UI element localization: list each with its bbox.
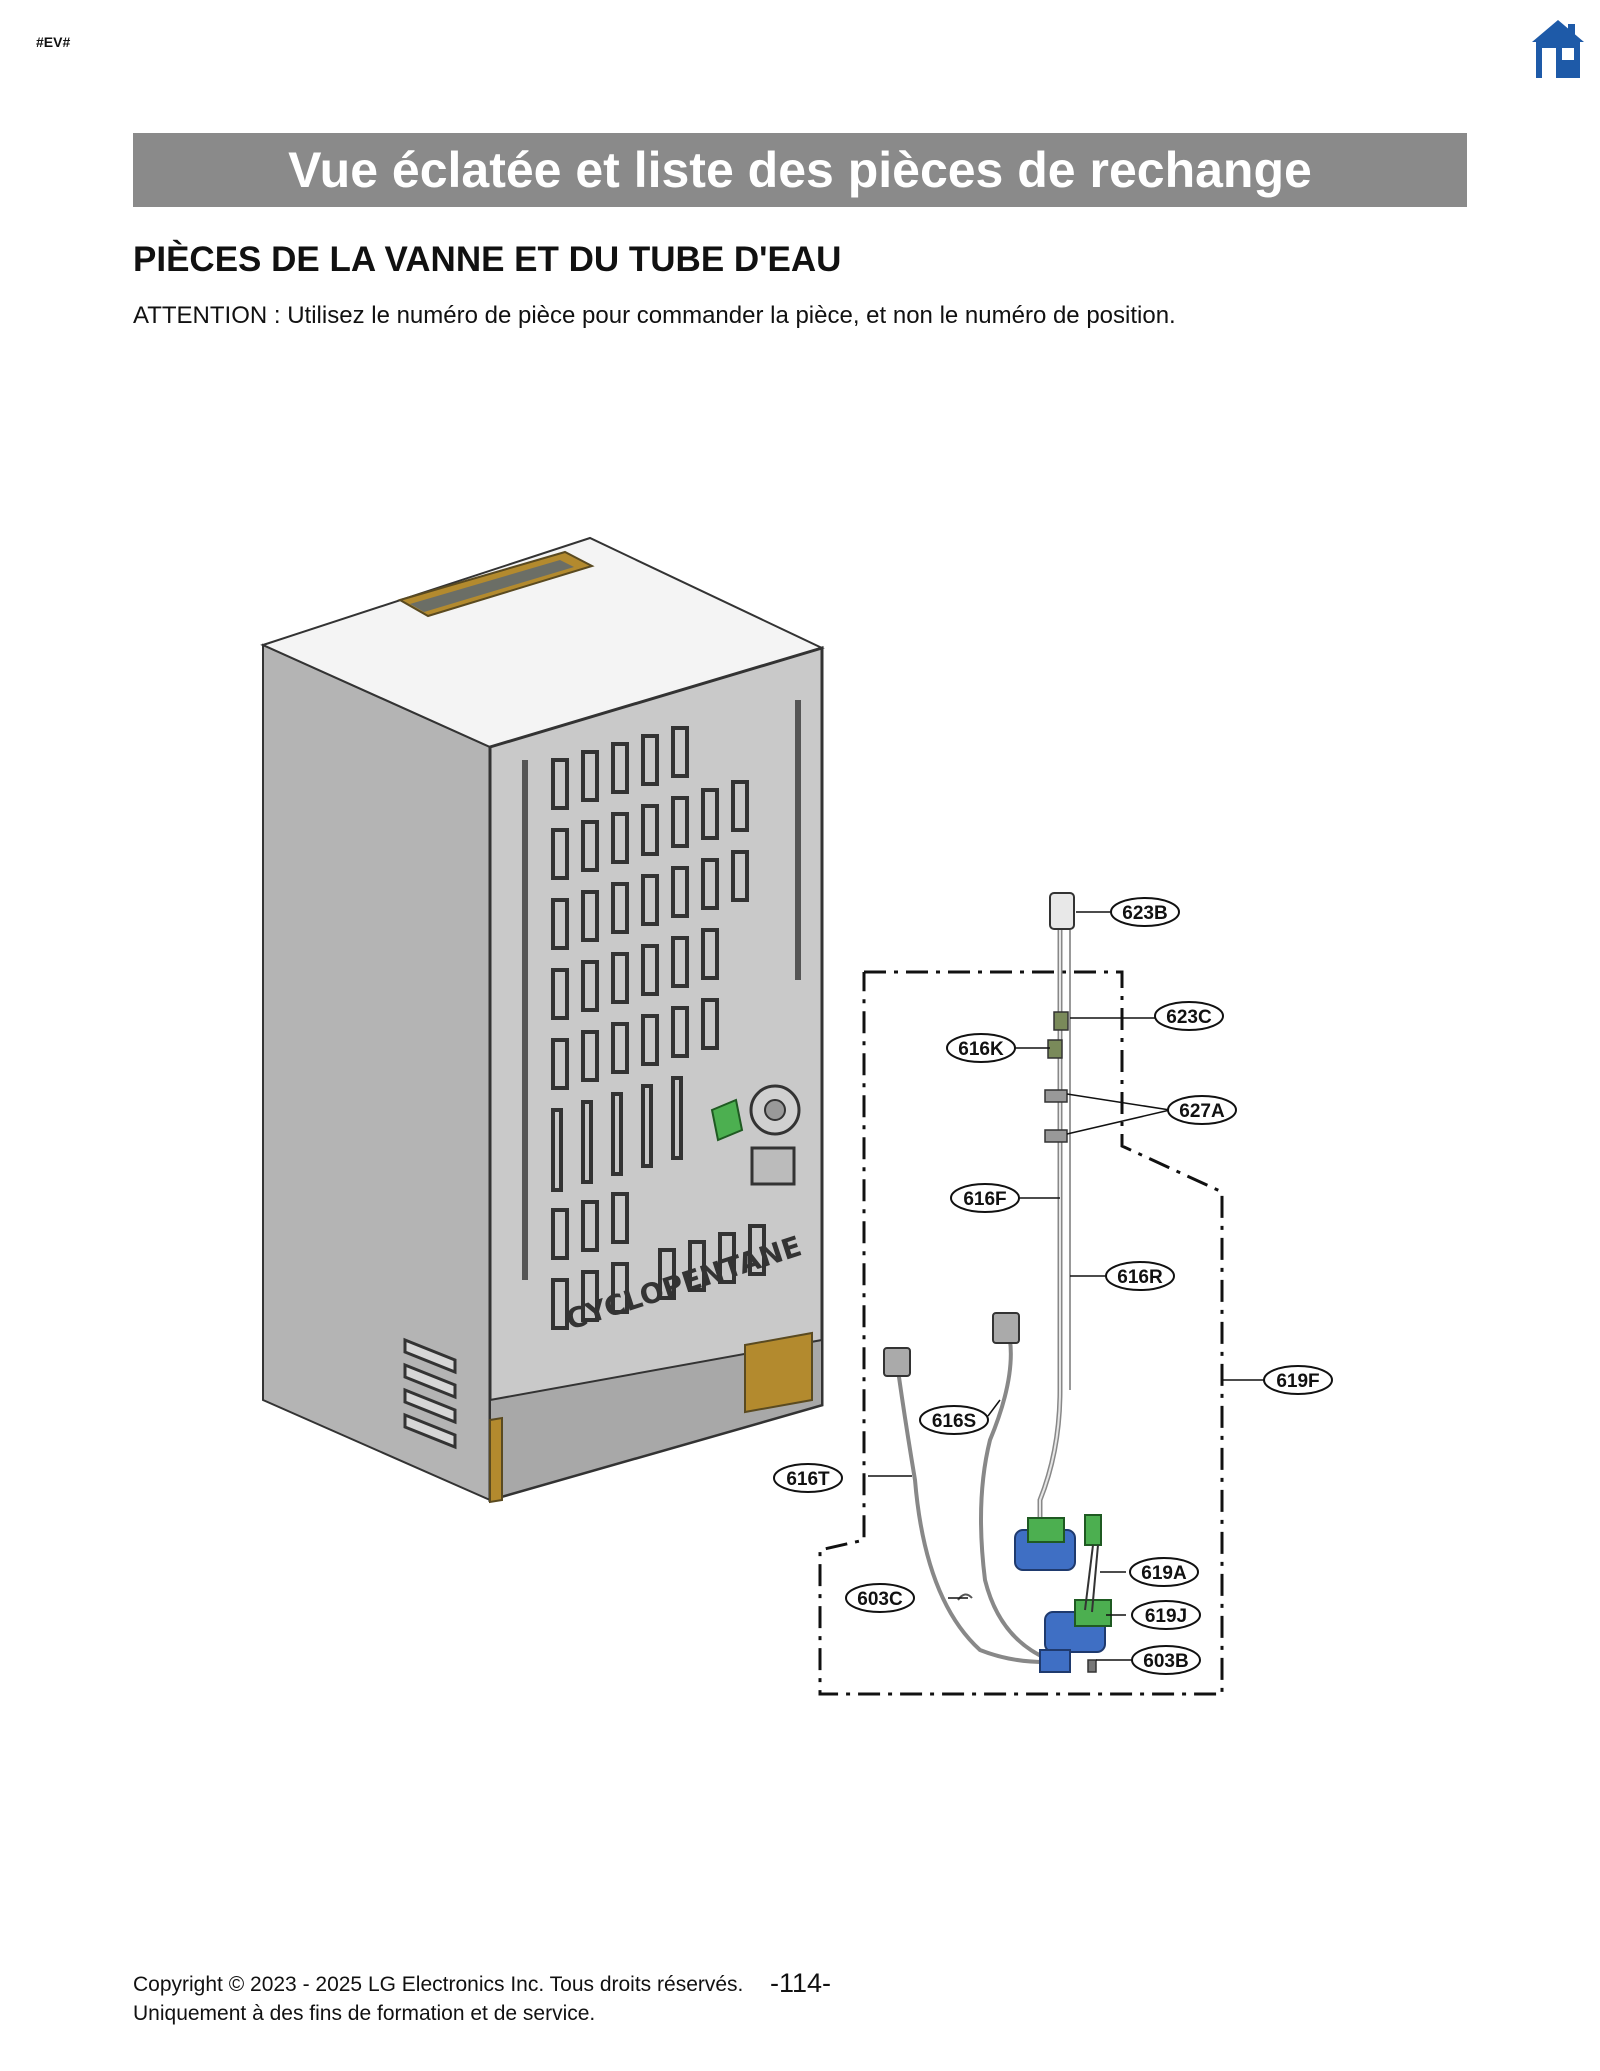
svg-text:619J: 619J: [1145, 1606, 1187, 1627]
svg-text:627A: 627A: [1179, 1101, 1225, 1122]
page-title: Vue éclatée et liste des pièces de recha…: [288, 142, 1312, 198]
water-tube-assembly: [883, 892, 1112, 1673]
callout-603b: 603B: [1131, 1645, 1201, 1675]
callout-619j: 619J: [1131, 1600, 1201, 1630]
callout-603c: 603C: [845, 1583, 915, 1613]
callout-616r: 616R: [1105, 1261, 1175, 1291]
usage-text: Uniquement à des fins de formation et de…: [133, 2002, 596, 2025]
svg-text:616S: 616S: [932, 1411, 976, 1432]
footer: Copyright © 2023 - 2025 LG Electronics I…: [133, 1970, 743, 2028]
page-number: -114-: [770, 1968, 832, 1998]
callout-623b: 623B: [1110, 897, 1180, 927]
callout-616k: 616K: [946, 1033, 1016, 1063]
home-icon[interactable]: [1530, 18, 1586, 80]
svg-text:603C: 603C: [857, 1589, 903, 1610]
svg-text:616T: 616T: [786, 1469, 830, 1490]
svg-text:616R: 616R: [1117, 1267, 1163, 1288]
assembly-boundary: [818, 970, 1224, 1696]
callout-616s: 616S: [919, 1405, 989, 1435]
copyright-text: Copyright © 2023 - 2025 LG Electronics I…: [133, 1973, 744, 1996]
refrigerator-cabinet: CYCLOPENTANE: [260, 536, 825, 1504]
callout-leaders: [868, 911, 1264, 1661]
svg-text:603B: 603B: [1143, 1651, 1188, 1672]
svg-text:619A: 619A: [1141, 1563, 1187, 1584]
svg-text:623B: 623B: [1122, 903, 1167, 924]
callout-623c: 623C: [1154, 1001, 1224, 1031]
section-title: PIÈCES DE LA VANNE ET DU TUBE D'EAU: [133, 240, 842, 279]
callout-619a: 619A: [1129, 1557, 1199, 1587]
svg-text:616F: 616F: [963, 1189, 1006, 1210]
callout-627a: 627A: [1167, 1095, 1237, 1125]
svg-text:623C: 623C: [1166, 1007, 1212, 1028]
part-callouts: 623B 623C 616K 627A 616F 616R 619F 616S …: [773, 897, 1333, 1675]
title-banner: Vue éclatée et liste des pièces de recha…: [133, 133, 1467, 207]
callout-616t: 616T: [773, 1463, 843, 1493]
svg-text:616K: 616K: [958, 1039, 1004, 1060]
callout-616f: 616F: [950, 1183, 1020, 1213]
attention-notice: ATTENTION : Utilisez le numéro de pièce …: [133, 302, 1176, 329]
svg-text:619F: 619F: [1276, 1371, 1319, 1392]
page-tag: #EV#: [36, 34, 71, 50]
callout-619f: 619F: [1263, 1365, 1333, 1395]
